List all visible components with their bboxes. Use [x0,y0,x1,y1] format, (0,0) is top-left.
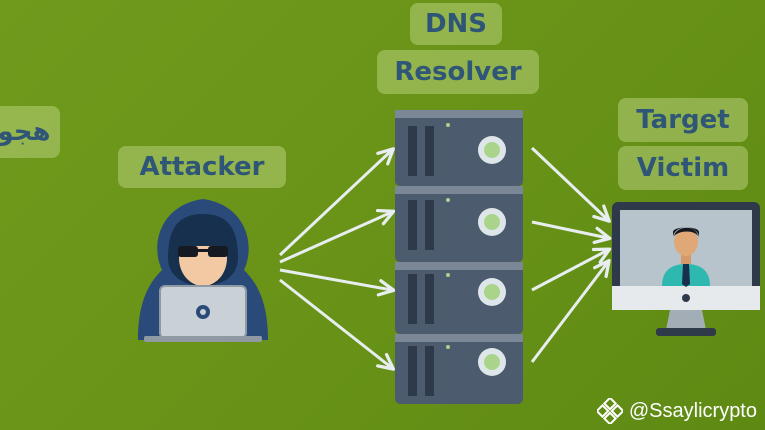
side-text-label: هجو [0,106,60,158]
attacker-label: Attacker [118,146,286,188]
arrow-server-2-to-victim [531,220,612,245]
victim-avatar-icon [662,227,710,287]
server-unit-1 [395,110,523,186]
victim-label: Victim [618,146,748,190]
binance-logo-icon [596,398,623,424]
watermark-handle: @Ssaylicrypto [628,399,757,422]
server-unit-3 [395,262,523,334]
arrow-server-3-to-victim [531,247,612,292]
arrow-attacker-to-server-2 [279,208,396,264]
dns-server-stack-icon [395,110,523,404]
hacker-icon [138,199,268,342]
server-unit-2 [395,186,523,262]
arrow-attacker-to-server-3 [279,268,396,297]
resolver-label: Resolver [377,50,539,94]
arrow-attacker-to-server-1 [278,147,395,257]
arrow-attacker-to-server-4 [279,278,396,371]
server-unit-4 [395,334,523,404]
target-label: Target [618,98,748,142]
watermark: @Ssaylicrypto [596,398,757,424]
arrow-server-4-to-victim [530,258,611,363]
victim-monitor-icon [612,202,760,336]
victim-arrows [530,146,612,363]
attacker-arrows [278,147,396,371]
arrow-server-1-to-victim [530,146,611,223]
dns-label: DNS [410,3,502,45]
